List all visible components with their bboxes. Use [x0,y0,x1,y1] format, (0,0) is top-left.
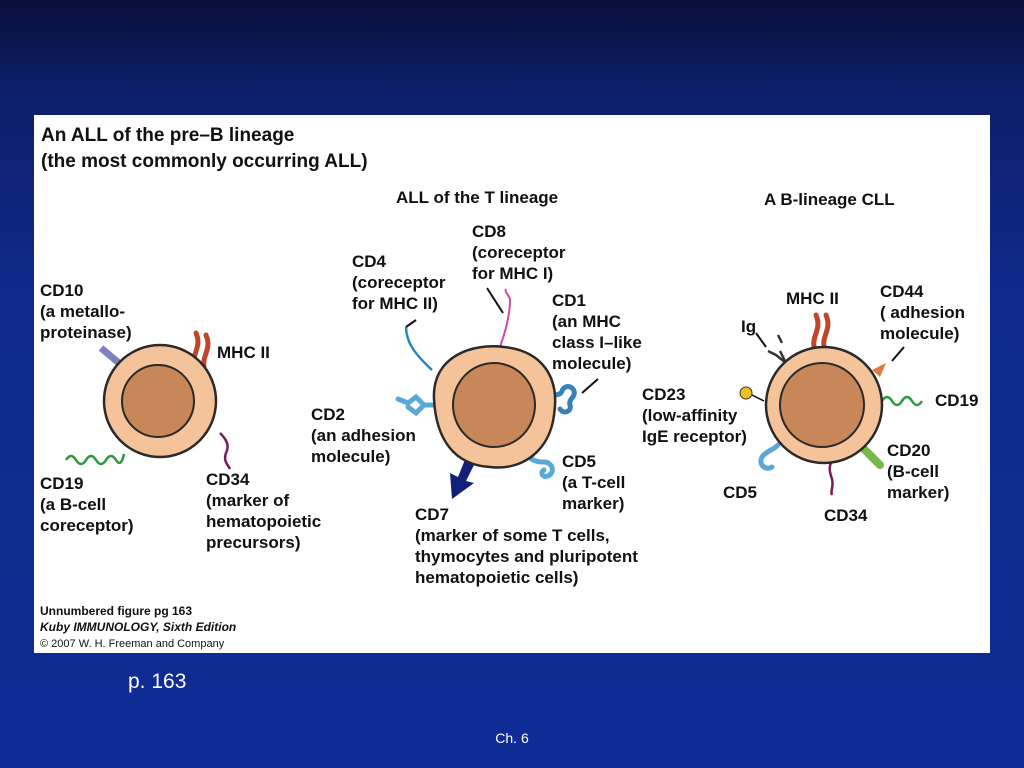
pre-b-cd34-label: CD34 [206,470,250,489]
t-cd1-label: CD1 [552,291,586,310]
t-cd5-desc1: (a T-cell [562,473,625,492]
t-cd5-label: CD5 [562,452,596,471]
figure-panel: An ALL of the pre–B lineage (the most co… [34,115,990,653]
cd5-marker-icon [527,455,555,479]
t-cd2-label: CD2 [311,405,345,424]
b-cd20-desc2: marker) [887,483,949,502]
b-cd23-desc2: IgE receptor) [642,427,747,446]
b-cd19-label: CD19 [935,391,978,410]
cd44-marker-icon [872,363,886,377]
b-cd44-label: CD44 [880,282,924,301]
cd34-marker-icon [219,432,232,470]
t-cd2-desc1: (an adhesion [311,426,416,445]
caption-line1: Unnumbered figure pg 163 [40,604,192,618]
caption-line3: © 2007 W. H. Freeman and Company [40,638,225,650]
b-ig-label: Ig [741,317,756,336]
b-cd20-label: CD20 [887,441,930,460]
pre-b-cell-nucleus [121,364,195,438]
t-cd8-desc2: for MHC I) [472,264,553,283]
pre-b-mhc2-label: MHC II [217,343,270,362]
t-cd8-label: CD8 [472,222,506,241]
b-cll-cell-nucleus [779,362,865,448]
t-cd4-label: CD4 [352,252,387,271]
ig-marker-icon [767,334,788,364]
cd7-arrow-icon [450,457,476,499]
t-lineage-cell [395,287,599,499]
b-cd23-desc1: (low-affinity [642,406,738,425]
slide-footer: Ch. 6 [495,730,529,746]
pre-b-cd10-desc2: proteinase) [40,323,132,342]
b-cd34-label: CD34 [824,506,868,525]
cd23-marker-icon [739,386,753,400]
b-cd5-label: CD5 [723,483,757,502]
b-cd44-desc1: ( adhesion [880,303,965,322]
figure-svg: An ALL of the pre–B lineage (the most co… [40,125,978,650]
cd1-marker-icon [543,384,577,415]
b-cll-cell [739,312,924,496]
b-cll-title: A B-lineage CLL [764,190,895,209]
pre-b-cd19-desc2: coreceptor) [40,516,134,535]
figure-title-line1: An ALL of the pre–B lineage [41,125,294,146]
page-reference: p. 163 [128,670,187,693]
b-cd20-desc1: (B-cell [887,462,939,481]
t-cd7-label: CD7 [415,505,449,524]
cd4-marker-icon [404,326,433,371]
t-cd7-desc3: hematopoietic cells) [415,568,578,587]
t-cd8-desc1: (coreceptor [472,243,566,262]
caption-line2: Kuby IMMUNOLOGY, Sixth Edition [40,620,236,634]
b-cd44-desc2: molecule) [880,324,959,343]
pre-b-cd19-label: CD19 [40,474,83,493]
pre-b-cd34-desc2: hematopoietic [206,512,321,531]
b-cd5-marker-icon [758,442,781,471]
pre-b-cd10-desc1: (a metallo- [40,302,125,321]
t-cd1-desc3: molecule) [552,354,631,373]
cd8-marker-icon [499,288,512,348]
t-cd7-desc1: (marker of some T cells, [415,526,610,545]
t-cell-nucleus [452,362,536,448]
t-cd4-desc1: (coreceptor [352,273,446,292]
pre-b-cd19-desc1: (a B-cell [40,495,106,514]
cd20-marker-icon [858,443,884,469]
pre-b-cd10-label: CD10 [40,281,83,300]
t-lineage-title: ALL of the T lineage [396,188,558,207]
t-cd1-desc1: (an MHC [552,312,621,331]
t-cd7-desc2: thymocytes and pluripotent [415,547,638,566]
b-cd34-marker-icon [828,460,834,496]
pre-b-cd34-desc1: (marker of [206,491,289,510]
pre-b-cell [64,330,232,470]
b-cd19-wave-icon [880,395,924,407]
t-cd2-desc2: molecule) [311,447,390,466]
pre-b-cd34-desc3: precursors) [206,533,300,552]
b-mhc2-marker-icon [811,312,831,350]
cd19-wave-icon [64,453,126,466]
b-mhc2-label: MHC II [786,289,839,308]
b-cd23-label: CD23 [642,385,685,404]
t-cd5-desc2: marker) [562,494,624,513]
figure-title-line2: (the most commonly occurring ALL) [41,151,368,172]
cd2-marker-icon [395,393,445,417]
t-cd1-desc2: class I–like [552,333,642,352]
t-cd4-desc2: for MHC II) [352,294,438,313]
